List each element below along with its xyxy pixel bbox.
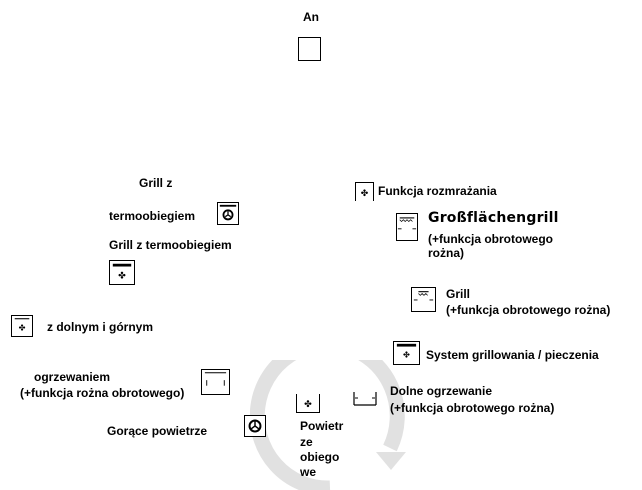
circulating-air-line3: obiego bbox=[300, 450, 340, 464]
large-grill-icon[interactable] bbox=[396, 213, 418, 241]
grill-fan-icon-2[interactable]: ✤ bbox=[109, 260, 135, 285]
hot-air-fan-icon[interactable] bbox=[244, 415, 266, 437]
combined-heat-line1: ogrzewaniem bbox=[34, 370, 111, 384]
grill-sub: (+funkcja obrotowego rożna) bbox=[446, 303, 611, 317]
grill-fan-icon-1[interactable] bbox=[217, 202, 239, 225]
svg-text:✤: ✤ bbox=[304, 399, 312, 410]
hot-air-label: Gorące powietrze bbox=[107, 424, 208, 438]
combined-heat-line2: (+funkcja rożna obrotowego) bbox=[20, 386, 185, 400]
combined-heat-icon[interactable] bbox=[201, 369, 230, 395]
grill-title: Grill bbox=[446, 287, 471, 301]
grill-fan-title-line2: termoobiegiem bbox=[109, 209, 196, 223]
svg-text:✤: ✤ bbox=[403, 350, 410, 360]
grill-fan-title-line1: Grill z bbox=[139, 176, 173, 190]
bottom-heat-title: Dolne ogrzewanie bbox=[390, 384, 493, 398]
defrost-fan-icon[interactable]: ✤ bbox=[355, 182, 374, 201]
defrost-label: Funkcja rozmrażania bbox=[378, 184, 497, 198]
top-bottom-label: z dolnym i górnym bbox=[47, 320, 154, 334]
circulating-air-icon[interactable]: ✤ bbox=[296, 394, 320, 413]
top-bottom-fan-icon[interactable]: ✤ bbox=[11, 315, 33, 337]
bottom-heat-icon[interactable] bbox=[352, 388, 378, 408]
rotation-arrow-icon bbox=[250, 360, 406, 490]
grill-bake-system-label: System grillowania / pieczenia bbox=[426, 348, 599, 362]
circulating-air-line4: we bbox=[300, 465, 317, 479]
grill-bake-system-icon[interactable]: ✤ bbox=[393, 341, 420, 365]
large-grill-sub2: rożna) bbox=[428, 246, 464, 260]
circulating-air-line1: Powietr bbox=[300, 419, 344, 433]
svg-text:✤: ✤ bbox=[19, 323, 26, 333]
grill-icon[interactable] bbox=[411, 287, 436, 312]
svg-text:✤: ✤ bbox=[118, 270, 126, 281]
grill-fan2-title: Grill z termoobiegiem bbox=[109, 238, 232, 252]
circulating-air-line2: ze bbox=[300, 435, 313, 449]
svg-text:✤: ✤ bbox=[361, 189, 369, 199]
large-grill-title: Großflächengrill bbox=[428, 210, 559, 226]
bottom-heat-sub: (+funkcja obrotowego rożna) bbox=[390, 401, 555, 415]
large-grill-sub1: (+funkcja obrotowego bbox=[428, 232, 554, 246]
off-position-box[interactable] bbox=[298, 37, 321, 61]
top-label: An bbox=[303, 10, 319, 24]
